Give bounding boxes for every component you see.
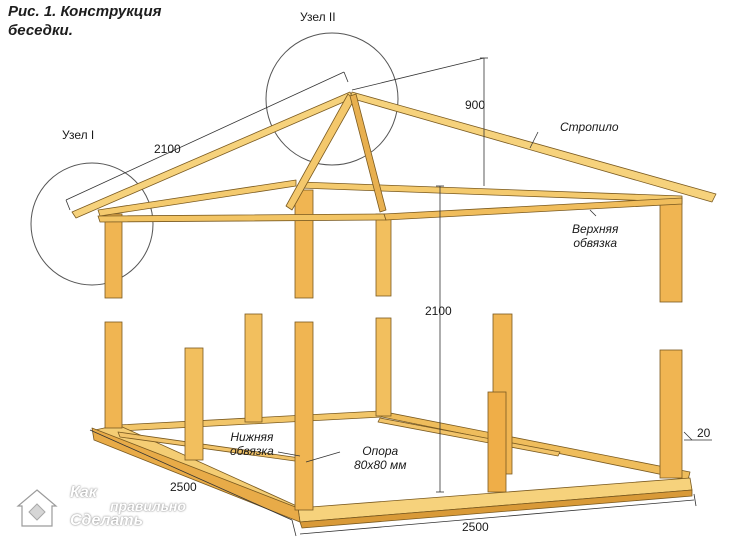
label-support: Опора 80x80 мм <box>354 444 406 472</box>
label-top-frame-line1: Верхняя <box>572 222 619 236</box>
label-node-1: Узел I <box>62 128 95 142</box>
rafters <box>71 91 717 219</box>
post-right-bottom <box>659 349 683 479</box>
post-back-mid-bottom <box>375 317 392 417</box>
label-node-2: Узел II <box>300 10 336 24</box>
label-bottom-frame-line1: Нижняя <box>230 430 274 444</box>
node-1-circle <box>30 162 154 286</box>
dim-roof-height: 900 <box>465 98 486 112</box>
dim-plank-thickness: 20 <box>697 426 711 440</box>
label-rafter: Стропило <box>560 120 619 134</box>
top-frame <box>97 179 683 223</box>
label-bottom-frame-line2: обвязка <box>230 444 274 458</box>
caption-line-1: Рис. 1. Конструкция <box>8 3 162 20</box>
post-back-left-bottom <box>104 321 123 429</box>
dimension-lines <box>65 57 712 537</box>
watermark: Как правильно Сделать <box>10 484 220 534</box>
bottom-frame <box>91 410 693 529</box>
label-top-frame-line2: обвязка <box>573 236 618 250</box>
label-bottom-frame: Нижняя обвязка <box>230 430 274 458</box>
label-support-line2: 80x80 мм <box>354 458 407 472</box>
dim-side-depth: 2500 <box>170 480 197 494</box>
post-back-left-top <box>104 213 123 299</box>
house-logo-icon <box>16 489 58 527</box>
label-support-line1: Опора <box>362 444 399 458</box>
figure-caption: Рис. 1. Конструкция беседки. <box>8 2 161 40</box>
watermark-line-1: Как <box>70 484 97 501</box>
post-short-2 <box>244 313 263 423</box>
post-short-1 <box>184 347 204 461</box>
watermark-line-2: правильно <box>110 498 186 514</box>
dim-post-height: 2100 <box>425 304 452 318</box>
post-right-top <box>659 197 683 303</box>
label-top-frame: Верхняя обвязка <box>572 222 618 250</box>
watermark-line-3: Сделать <box>70 512 144 529</box>
node-2-circle <box>265 32 399 166</box>
posts <box>104 189 683 511</box>
post-front-left-top <box>294 189 314 299</box>
dim-rafter-length: 2100 <box>154 142 181 156</box>
post-back-mid-top <box>375 213 392 297</box>
post-short-4 <box>487 391 507 493</box>
dim-front-width: 2500 <box>462 520 489 534</box>
caption-line-2: беседки. <box>8 22 73 39</box>
post-front-left-bottom <box>294 321 314 511</box>
